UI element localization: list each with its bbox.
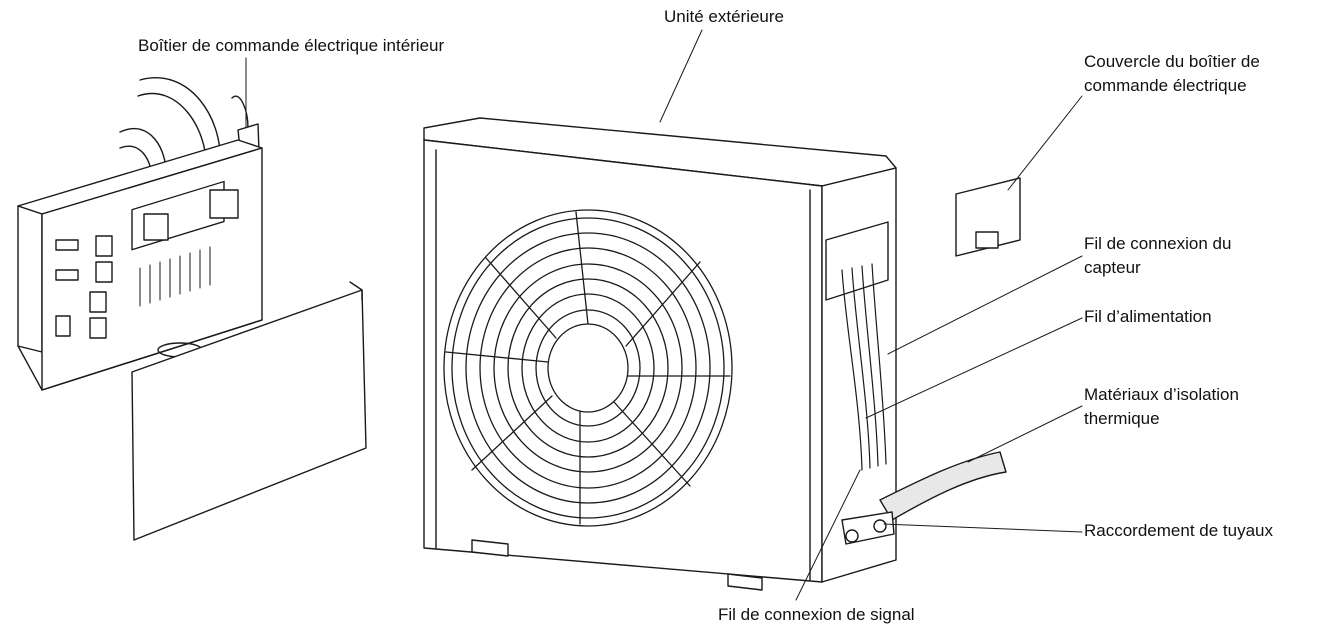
- outdoor-unit: [423, 117, 1007, 591]
- label-control-box-cover-line2: commande électrique: [1084, 76, 1247, 95]
- cable-right: [231, 95, 249, 129]
- box-back: [17, 205, 43, 353]
- relay-3: [89, 291, 107, 313]
- foot-left: [471, 539, 509, 557]
- wires: [841, 263, 887, 471]
- pipe-fittings: [841, 511, 895, 545]
- label-thermal-insulation: Matériaux d’isolation thermique: [1084, 383, 1239, 431]
- label-indoor-control-box: Boîtier de commande électrique intérieur: [138, 36, 445, 55]
- foot-right: [727, 573, 763, 591]
- label-power-wire: Fil d’alimentation: [1084, 307, 1212, 326]
- relay-4: [89, 317, 107, 339]
- relay-6: [209, 189, 239, 219]
- relay-1: [95, 235, 113, 257]
- component-left-2: [55, 269, 79, 281]
- label-signal-wire: Fil de connexion de signal: [718, 605, 915, 624]
- relay-5: [143, 213, 169, 241]
- indoor-control-box: [17, 77, 367, 541]
- terminal-screws: [139, 246, 211, 307]
- label-sensor-wire: Fil de connexion du capteur: [1084, 232, 1231, 280]
- insulation-pipe: [879, 451, 1007, 521]
- label-outdoor-unit: Unité extérieure: [664, 7, 785, 26]
- relay-2: [95, 261, 113, 283]
- label-thermal-insulation-line2: thermique: [1084, 409, 1160, 428]
- label-pipe-connection: Raccordement de tuyaux: [1084, 521, 1273, 540]
- label-control-box-cover-line1: Couvercle du boîtier de: [1084, 52, 1260, 71]
- control-box-cover: [955, 177, 1021, 257]
- fan-grille: [443, 209, 733, 527]
- component-left: [55, 239, 79, 251]
- label-sensor-wire-line1: Fil de connexion du: [1084, 234, 1232, 253]
- box-front-cover-edge: [349, 281, 363, 301]
- label-control-box-cover: Couvercle du boîtier de commande électri…: [1084, 50, 1260, 98]
- label-sensor-wire-line2: capteur: [1084, 258, 1141, 277]
- fan-hub: [547, 323, 629, 413]
- box-front-cover: [131, 289, 367, 541]
- leader-lines: [245, 29, 1083, 601]
- label-thermal-insulation-line1: Matériaux d’isolation: [1084, 385, 1239, 404]
- component-left-3: [55, 315, 71, 337]
